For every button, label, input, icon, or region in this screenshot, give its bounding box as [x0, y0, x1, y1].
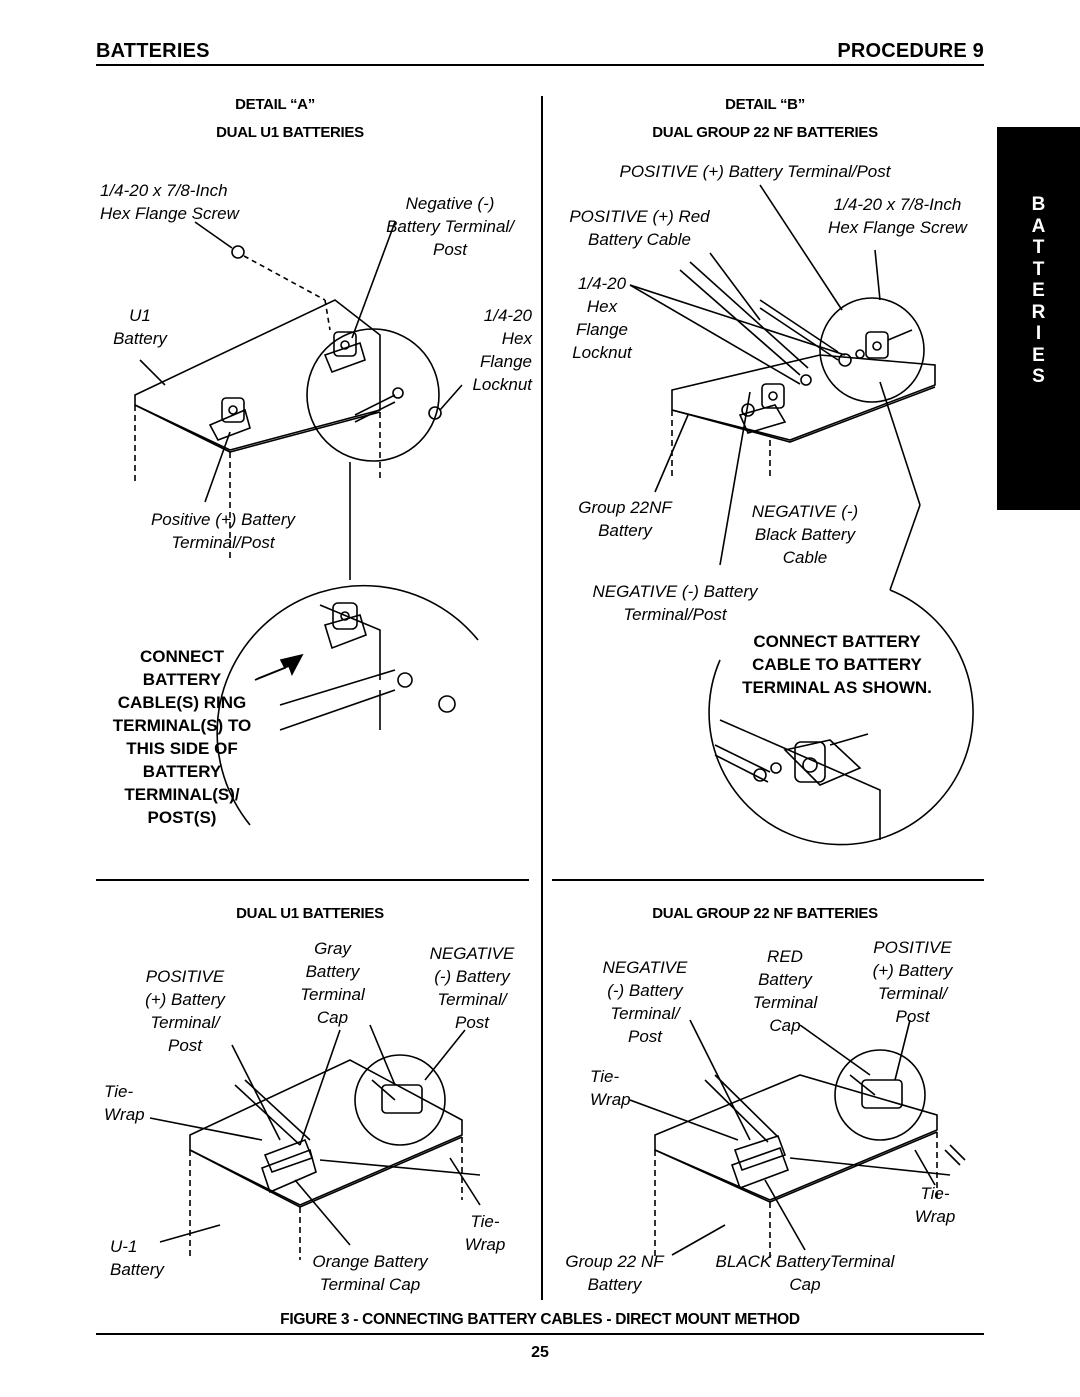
detail-b-connect-note: CONNECT BATTERY CABLE TO BATTERY TERMINA…: [742, 632, 932, 697]
detail-b-magnifier: [708, 589, 974, 846]
bottom-left-tie-wrap-right-label: Tie- Wrap: [464, 1212, 506, 1254]
detail-b-subtitle: DUAL GROUP 22 NF BATTERIES: [652, 124, 878, 141]
bottom-right-battery-label: Group 22 NF Battery: [565, 1252, 664, 1294]
side-tab-letters: B A T T E R I E S: [1031, 194, 1046, 387]
bottom-left-negative-label: NEGATIVE (-) Battery Terminal/ Post: [429, 944, 515, 1032]
bottom-left-positive-label: POSITIVE (+) Battery Terminal/ Post: [145, 967, 225, 1055]
orange-cap-label: Orange Battery Terminal Cap: [312, 1252, 428, 1294]
detail-a-subtitle: DUAL U1 BATTERIES: [216, 124, 364, 141]
bottom-left-battery-label: U-1 Battery: [110, 1237, 164, 1279]
detail-a-locknut-label: 1/4-20 Hex Flange Locknut: [472, 306, 532, 394]
bottom-right-tie-wrap-right-label: Tie- Wrap: [914, 1184, 956, 1226]
detail-b-red-cable-label: POSITIVE (+) Red Battery Cable: [569, 207, 710, 249]
bottom-right-title: DUAL GROUP 22 NF BATTERIES: [652, 905, 878, 922]
bottom-left-battery: [149, 1024, 481, 1260]
bottom-left-title: DUAL U1 BATTERIES: [236, 905, 384, 922]
detail-a-battery-label: U1 Battery: [113, 306, 167, 348]
gray-cap-label: Gray Battery Terminal Cap: [300, 939, 365, 1027]
black-cap-label: BLACK BatteryTerminal Cap: [715, 1252, 895, 1294]
section-side-tab: B A T T E R I E S: [997, 127, 1080, 510]
detail-a-battery: [134, 221, 463, 580]
bottom-right-battery: [629, 1019, 966, 1260]
section-title: BATTERIES: [96, 40, 210, 62]
detail-b-negative-post-label: NEGATIVE (-) Battery Terminal/Post: [592, 582, 758, 624]
figure-caption: FIGURE 3 - CONNECTING BATTERY CABLES - D…: [280, 1311, 800, 1328]
detail-b-title: DETAIL “B”: [725, 96, 805, 113]
detail-b-battery-label: Group 22NF Battery: [578, 498, 672, 540]
detail-a-screw-label: 1/4-20 x 7/8-Inch Hex Flange Screw: [100, 181, 239, 223]
detail-b-black-cable-label: NEGATIVE (-) Black Battery Cable: [751, 502, 859, 567]
procedure-number: PROCEDURE 9: [837, 40, 984, 62]
detail-a-negative-label: Negative (-) Battery Terminal/ Post: [386, 194, 514, 259]
bottom-right-negative-label: NEGATIVE (-) Battery Terminal/ Post: [602, 958, 688, 1046]
bottom-right-positive-label: POSITIVE (+) Battery Terminal/ Post: [872, 938, 953, 1026]
detail-b-locknut-label: 1/4-20 Hex Flange Locknut: [572, 274, 632, 362]
bottom-right-tie-wrap-label: Tie- Wrap: [590, 1067, 631, 1109]
bottom-left-tie-wrap-label: Tie- Wrap: [104, 1082, 145, 1124]
detail-a-magnifier: [216, 584, 479, 826]
detail-a-connect-note: CONNECT BATTERY CABLE(S) RING TERMINAL(S…: [112, 647, 252, 827]
header-rule: [96, 64, 984, 66]
detail-b-screw-label: 1/4-20 x 7/8-Inch Hex Flange Screw: [828, 195, 967, 237]
page-number: 25: [531, 1344, 549, 1361]
red-cap-label: RED Battery Terminal Cap: [752, 947, 818, 1035]
detail-a-positive-label: Positive (+) Battery Terminal/Post: [150, 510, 296, 552]
detail-b-battery: [629, 184, 936, 591]
detail-a-title: DETAIL “A”: [235, 96, 315, 113]
detail-b-positive-post-label: POSITIVE (+) Battery Terminal/Post: [619, 162, 891, 181]
